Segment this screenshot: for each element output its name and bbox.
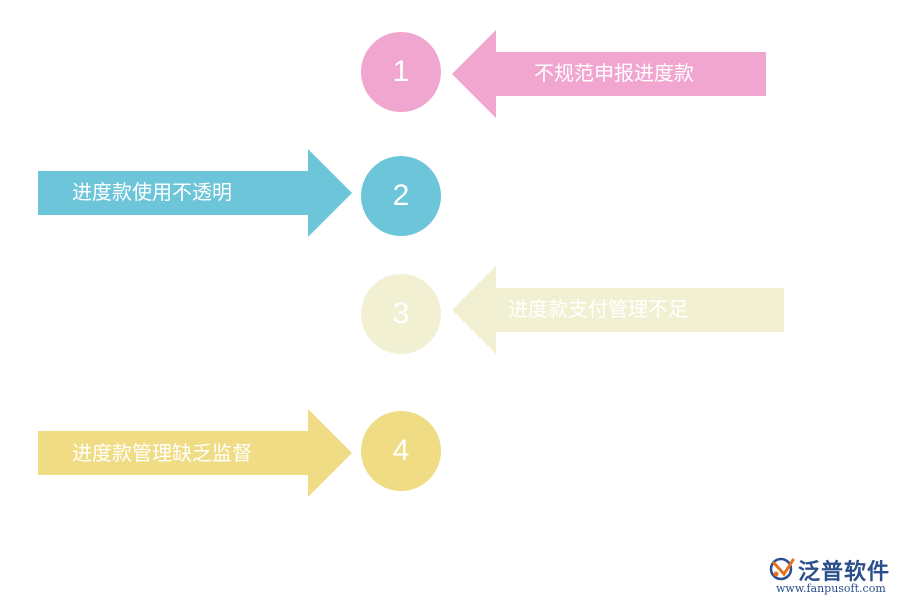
step-4-circle: 4 [361, 411, 441, 491]
step-3-arrow [452, 266, 786, 354]
step-3-circle: 3 [361, 274, 441, 354]
step-3-arrow-shape [452, 266, 784, 354]
step-2-label: 进度款使用不透明 [72, 180, 232, 204]
step-2-number: 2 [392, 179, 410, 212]
step-4-number: 4 [392, 434, 410, 467]
logo-name: 泛普软件 [798, 560, 891, 585]
step-2-circle: 2 [361, 156, 441, 236]
step-1-number: 1 [392, 55, 410, 88]
step-2-arrow-shape [38, 149, 352, 237]
step-1-label: 不规范申报进度款 [534, 61, 694, 85]
step-4-arrow [38, 409, 354, 497]
step-1-arrow-shape [452, 30, 766, 118]
logo-url: www.fanpusoft.com [776, 582, 886, 595]
step-1-arrow [452, 30, 768, 118]
step-2-arrow [38, 149, 354, 237]
fanpu-logo: 泛普软件 www.fanpusoft.com [768, 552, 894, 598]
step-1-circle: 1 [361, 32, 441, 112]
step-3-number: 3 [392, 297, 410, 330]
step-3-label: 进度款支付管理不足 [508, 297, 688, 321]
step-4-arrow-shape [38, 409, 352, 497]
step-4-label: 进度款管理缺乏监督 [72, 441, 252, 465]
fanpu-logo-icon [769, 557, 795, 581]
